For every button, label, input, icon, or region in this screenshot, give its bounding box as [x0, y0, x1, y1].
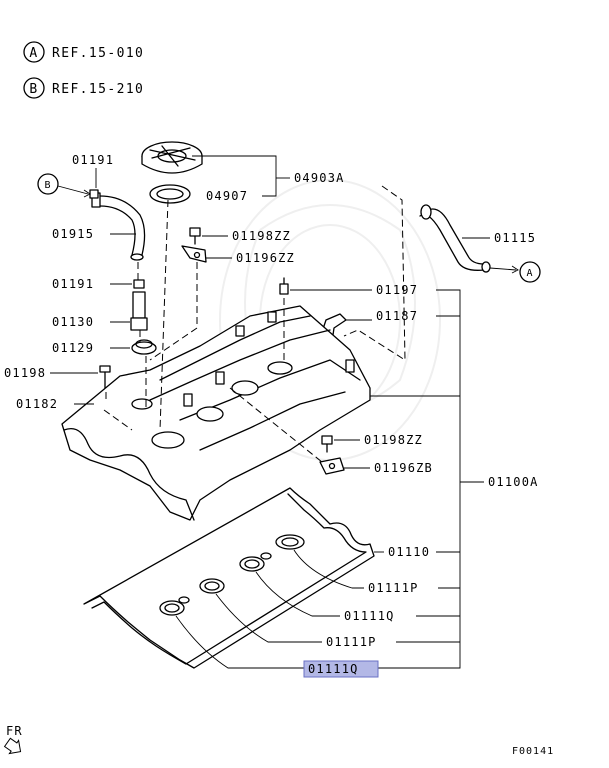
bolt-01198zz-top	[189, 227, 201, 245]
seal-ring-3	[199, 578, 225, 594]
label-01196zz[interactable]: 01196ZZ	[236, 251, 295, 265]
part-labels: 01191 04903A 04907 01915 01198ZZ 01196ZZ…	[4, 153, 539, 678]
label-01198zz-mid[interactable]: 01198ZZ	[364, 433, 423, 447]
leader-lines	[50, 155, 519, 669]
label-01111q-selected[interactable]: 01111Q	[303, 660, 379, 678]
stud-01197	[279, 277, 289, 295]
pcv-grommet	[131, 339, 157, 355]
ref-b-text[interactable]: REF.15-210	[52, 82, 144, 97]
ref-b-marker-circle	[23, 77, 45, 99]
label-01198[interactable]: 01198	[4, 366, 46, 380]
label-04903a[interactable]: 04903A	[294, 171, 345, 185]
fr-arrow-icon	[3, 737, 22, 755]
pcv-valve	[130, 291, 148, 331]
bolt-01198	[99, 365, 111, 391]
hose-01115	[419, 204, 491, 273]
cap-gasket	[149, 184, 191, 204]
label-01111p-upper[interactable]: 01111P	[368, 581, 419, 595]
ref-a-row: A REF.15-010	[23, 41, 144, 63]
assembly-lines	[103, 185, 406, 463]
seal-ring-4	[159, 596, 190, 616]
figure-code: F00141	[512, 746, 554, 757]
selection-highlight	[303, 660, 379, 678]
callout-b[interactable]: B	[37, 173, 59, 195]
label-01198zz-top[interactable]: 01198ZZ	[232, 229, 291, 243]
pcv-hose	[91, 192, 146, 261]
oil-filler-cap	[141, 141, 203, 174]
fr-label: FR	[6, 724, 23, 738]
ref-a-text[interactable]: REF.15-010	[52, 46, 144, 61]
seal-ring-1	[275, 534, 305, 550]
label-01197[interactable]: 01197	[376, 283, 418, 297]
ref-a-marker: A	[29, 46, 38, 61]
ref-b-row: B REF.15-210	[23, 77, 144, 99]
label-01111p-lower[interactable]: 01111P	[326, 635, 377, 649]
hose-clip-top	[89, 189, 99, 199]
bracket-01196zb	[319, 457, 345, 475]
label-01187[interactable]: 01187	[376, 309, 418, 323]
label-01111q-upper[interactable]: 01111Q	[344, 609, 395, 623]
rocker-cover	[61, 305, 371, 521]
callout-a-text: A	[526, 268, 533, 279]
hose-clip-mid	[133, 279, 145, 289]
label-01196zb[interactable]: 01196ZB	[374, 461, 433, 475]
label-01100a[interactable]: 01100A	[488, 475, 539, 489]
label-04907[interactable]: 04907	[206, 189, 248, 203]
label-01191-mid[interactable]: 01191	[52, 277, 94, 291]
label-01111q-selected-text: 01111Q	[308, 662, 359, 676]
label-01182[interactable]: 01182	[16, 397, 58, 411]
fr-indicator: FR	[3, 724, 23, 755]
bracket-01196zz	[181, 245, 207, 263]
seal-ring-2	[239, 552, 272, 572]
label-01915[interactable]: 01915	[52, 227, 94, 241]
callout-b-text: B	[44, 180, 51, 191]
label-01191-top[interactable]: 01191	[72, 153, 114, 167]
callout-a[interactable]: A	[519, 261, 541, 283]
ref-b-marker: B	[29, 82, 38, 97]
cover-gasket	[83, 487, 375, 669]
ref-a-marker-circle	[23, 41, 45, 63]
label-01129[interactable]: 01129	[52, 341, 94, 355]
label-01110[interactable]: 01110	[388, 545, 430, 559]
label-01115[interactable]: 01115	[494, 231, 536, 245]
bolt-01198zz-mid	[321, 435, 333, 453]
label-01130[interactable]: 01130	[52, 315, 94, 329]
